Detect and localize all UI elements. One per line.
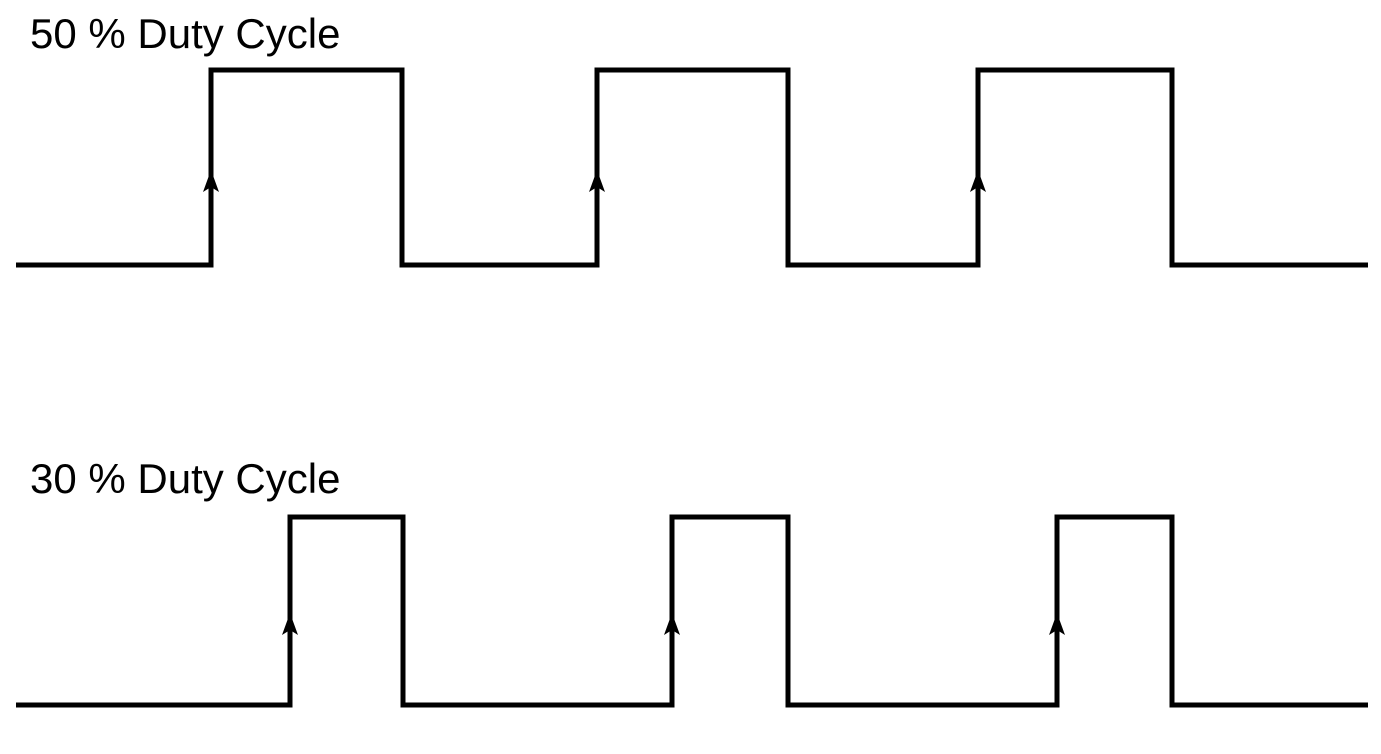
bottom-waveform-label: 30 % Duty Cycle xyxy=(30,455,340,502)
rising-edge-arrow-icon xyxy=(664,613,680,635)
top-waveform-label: 50 % Duty Cycle xyxy=(30,10,340,57)
rising-edge-arrow-icon xyxy=(970,170,986,192)
top-square-wave-path xyxy=(16,67,1368,268)
rising-edge-arrow-icon xyxy=(282,613,298,635)
rising-edge-arrow-icon xyxy=(203,170,219,192)
rising-edge-arrow-icon xyxy=(1049,613,1065,635)
top-rising-edge-arrows xyxy=(203,170,986,192)
waveform-group-top: 50 % Duty Cycle xyxy=(16,10,1368,268)
bottom-square-wave-path xyxy=(16,514,1368,708)
bottom-rising-edge-arrows xyxy=(282,613,1065,635)
waveform-group-bottom: 30 % Duty Cycle xyxy=(16,455,1368,708)
rising-edge-arrow-icon xyxy=(589,170,605,192)
